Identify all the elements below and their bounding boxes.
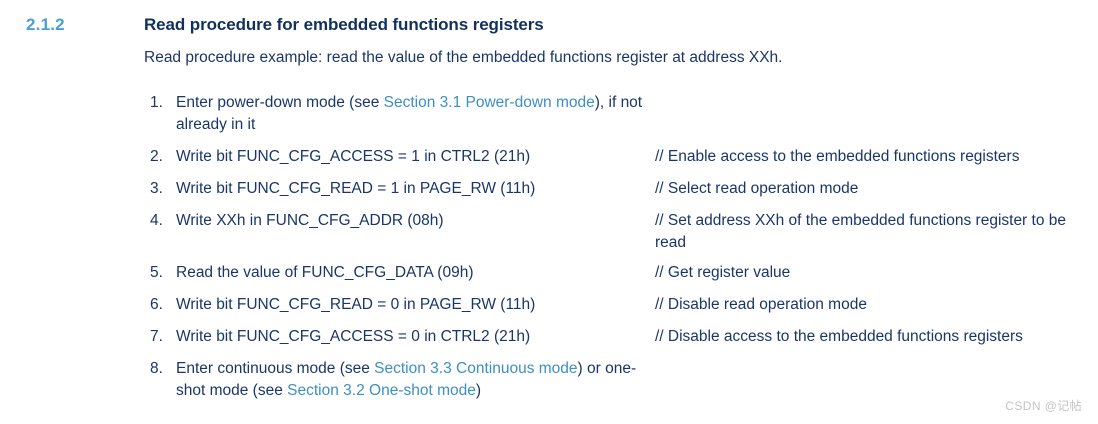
list-item-comment: // Get register value (655, 264, 791, 281)
list-item-text-run: Enter power-down mode (see (176, 94, 384, 111)
section-heading: 2.1.2 Read procedure for embedded functi… (0, 14, 1098, 40)
list-item-text-run: ) (475, 382, 482, 399)
list-item-number: 4. (150, 212, 163, 229)
list-item: 1. Enter power-down mode (see Section 3.1… (0, 92, 1098, 133)
list-item-number: 8. (150, 360, 163, 377)
list-item-text-run: Write bit FUNC_CFG_READ = 0 in PAGE_RW (… (176, 296, 536, 313)
section-number: 2.1.2 (26, 15, 65, 34)
list-item-text-run: ) or one-shot mode (see (176, 360, 637, 399)
list-item-text: Write bit FUNC_CFG_READ = 0 in PAGE_RW (… (176, 294, 646, 316)
cross-reference-link[interactable]: Section 3.2 One-shot mode (287, 382, 476, 399)
list-item-text: Write bit FUNC_CFG_READ = 1 in PAGE_RW (… (176, 178, 646, 200)
list-item-comment: // Select read operation mode (655, 180, 859, 197)
list-item-text: Write bit FUNC_CFG_ACCESS = 0 in CTRL2 (… (176, 326, 646, 348)
list-item-text-run: Write XXh in FUNC_CFG_ADDR (08h) (176, 212, 444, 229)
list-item-comment: // Enable access to the embedded functio… (655, 148, 1020, 165)
list-item-text-run: Write bit FUNC_CFG_ACCESS = 1 in CTRL2 (… (176, 148, 531, 165)
list-item: 3. Write bit FUNC_CFG_READ = 1 in PAGE_RW… (0, 178, 1098, 200)
list-item: 2. Write bit FUNC_CFG_ACCESS = 1 in CTRL2… (0, 146, 1098, 168)
list-item-comment: // Disable access to the embedded functi… (655, 328, 1023, 345)
list-item: 6. Write bit FUNC_CFG_READ = 0 in PAGE_RW… (0, 294, 1098, 316)
list-item-text-run: Enter continuous mode (see (176, 360, 375, 377)
list-item-text-run: Write bit FUNC_CFG_READ = 1 in PAGE_RW (… (176, 180, 536, 197)
list-item-text-run: Read the value of FUNC_CFG_DATA (09h) (176, 264, 474, 281)
list-item: 4. Write XXh in FUNC_CFG_ADDR (08h) // Set… (0, 210, 1098, 251)
list-item-comment: // Disable read operation mode (655, 296, 867, 313)
list-item-text: Read the value of FUNC_CFG_DATA (09h) (176, 262, 646, 284)
list-item: 7. Write bit FUNC_CFG_ACCESS = 0 in CTRL2… (0, 326, 1098, 348)
intro-paragraph: Read procedure example: read the value o… (144, 49, 783, 66)
list-item-text: Enter continuous mode (see Section 3.3 C… (176, 358, 646, 402)
list-item-text-run: Write bit FUNC_CFG_ACCESS = 0 in CTRL2 (… (176, 328, 531, 345)
list-item-number: 7. (150, 328, 163, 345)
list-item-text-run: ), if not already in it (176, 94, 643, 133)
page-title: Read procedure for embedded functions re… (144, 15, 544, 34)
list-item-number: 1. (150, 94, 163, 111)
cross-reference-link[interactable]: Section 3.1 Power-down mode (383, 94, 595, 111)
list-item-number: 6. (150, 296, 163, 313)
list-item: 5. Read the value of FUNC_CFG_DATA (09h) /… (0, 262, 1098, 284)
list-item-number: 2. (150, 148, 163, 165)
list-item-number: 5. (150, 264, 163, 281)
list-item-text: Write bit FUNC_CFG_ACCESS = 1 in CTRL2 (… (176, 146, 646, 168)
list-item-text: Write XXh in FUNC_CFG_ADDR (08h) (176, 210, 646, 232)
list-item: 8. Enter continuous mode (see Section 3.3… (0, 358, 1098, 399)
list-item-text: Enter power-down mode (see Section 3.1 P… (176, 92, 646, 136)
watermark: CSDN @记帖 (1005, 399, 1082, 413)
list-item-comment: // Set address XXh of the embedded funct… (655, 212, 1066, 251)
list-item-number: 3. (150, 180, 163, 197)
cross-reference-link[interactable]: Section 3.3 Continuous mode (374, 360, 578, 377)
